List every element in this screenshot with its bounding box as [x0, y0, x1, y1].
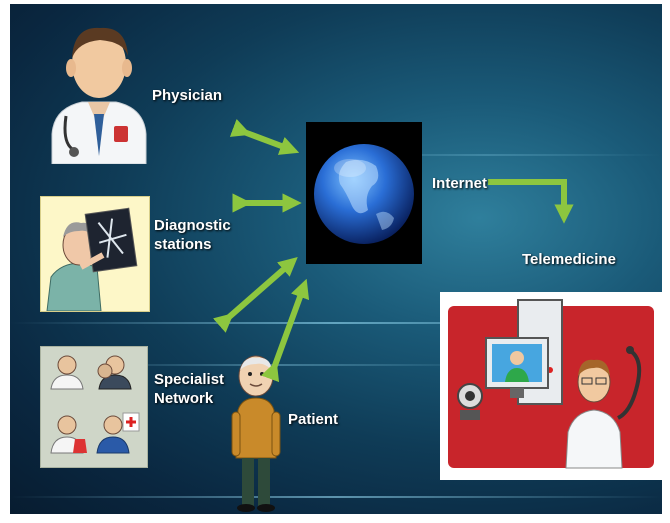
physician-label: Physician [152, 87, 223, 104]
telemedicine-label: Telemedicine [522, 251, 616, 268]
arrow-internet-telemedicine [488, 179, 574, 224]
patient-label: Patient [288, 411, 339, 428]
arrow-patient-internet [261, 278, 310, 383]
background-streak [10, 322, 662, 324]
specialist-label-line2: Network [154, 390, 214, 407]
diagram-canvas: Physician Diagnostic stations Specialist… [10, 4, 662, 514]
diagnostic-label-line2: stations [154, 236, 212, 253]
specialist-group-icon [40, 346, 148, 468]
arrow-specialist-internet [213, 256, 298, 333]
diagnostic-label-line1: Diagnostic [154, 217, 231, 234]
arrow-physician-internet [229, 118, 300, 155]
background-streak [310, 154, 662, 156]
background-streak [10, 496, 662, 498]
telemedicine-workstation-icon [440, 292, 662, 480]
globe-icon [306, 122, 422, 264]
internet-label: Internet [432, 175, 488, 192]
connection-arrows [213, 118, 574, 383]
doctor-icon [44, 16, 154, 164]
x-ray-technician-icon [40, 196, 150, 312]
specialist-label-line1: Specialist [154, 371, 225, 388]
